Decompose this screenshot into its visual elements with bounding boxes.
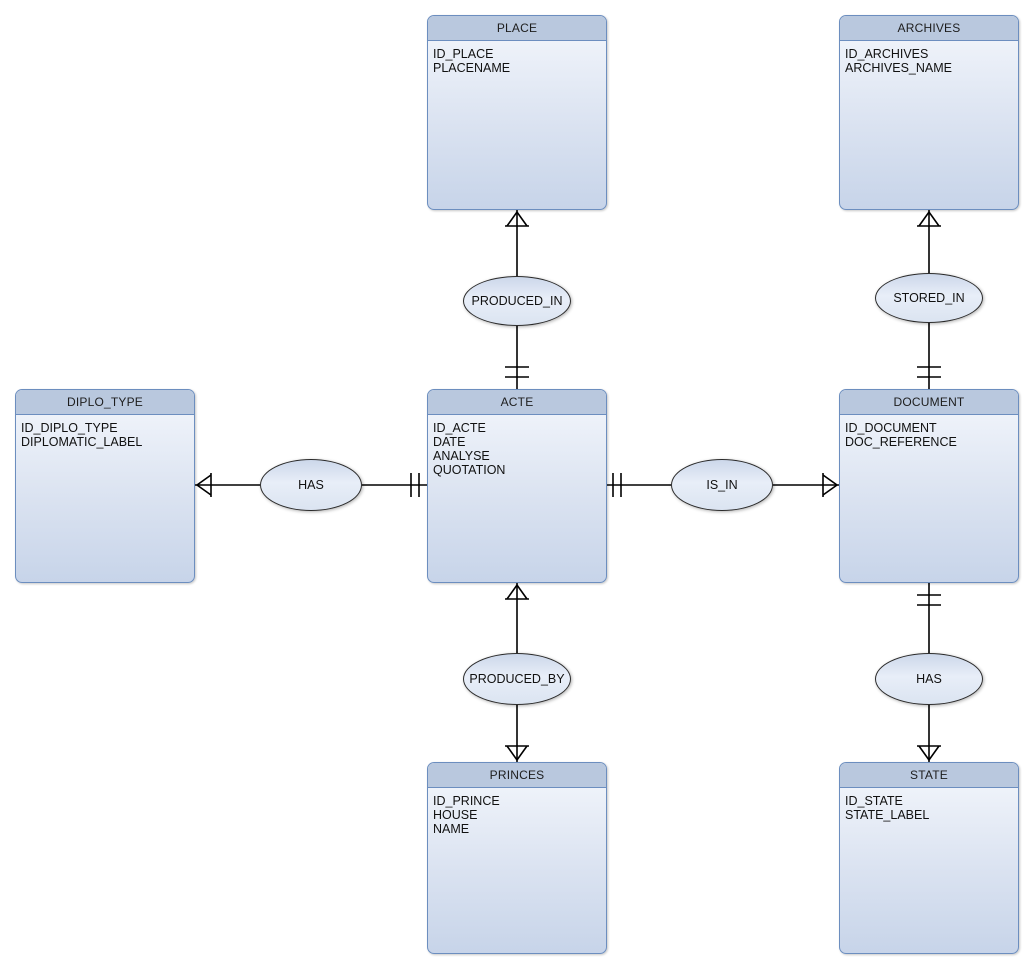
entity-title: STATE bbox=[840, 763, 1018, 788]
crowfoot-state bbox=[918, 745, 940, 762]
relationship-produced-by[interactable]: PRODUCED_BY bbox=[463, 653, 571, 705]
entity-princes[interactable]: PRINCES ID_PRINCE HOUSE NAME bbox=[427, 762, 607, 954]
entity-title: ACTE bbox=[428, 390, 606, 415]
entity-attribute: NAME bbox=[433, 822, 470, 836]
entity-attribute-list: ID_ACTE DATE ANALYSE QUOTATION bbox=[428, 415, 606, 477]
entity-acte[interactable]: ACTE ID_ACTE DATE ANALYSE QUOTATION bbox=[427, 389, 607, 583]
relationship-label: HAS bbox=[916, 672, 942, 686]
relationship-label: PRODUCED_IN bbox=[471, 294, 563, 308]
entity-attribute-list: ID_PLACE PLACENAME bbox=[428, 41, 606, 75]
entity-attribute: ID_ARCHIVES bbox=[845, 47, 929, 61]
entity-attribute: ID_PRINCE bbox=[433, 794, 500, 808]
entity-title: PRINCES bbox=[428, 763, 606, 788]
entity-attribute: ID_DOCUMENT bbox=[845, 421, 937, 435]
entity-attribute: HOUSE bbox=[433, 808, 478, 822]
entity-attribute: DIPLOMATIC_LABEL bbox=[21, 435, 143, 449]
entity-attribute: QUOTATION bbox=[433, 463, 506, 477]
relationship-has-diplo-type[interactable]: HAS bbox=[260, 459, 362, 511]
relationship-label: IS_IN bbox=[706, 478, 738, 492]
relationship-stored-in[interactable]: STORED_IN bbox=[875, 273, 983, 323]
entity-attribute: PLACENAME bbox=[433, 61, 511, 75]
crowfoot-document-left bbox=[822, 474, 839, 496]
crowfoot-diplotype bbox=[195, 474, 212, 496]
entity-attribute: STATE_LABEL bbox=[845, 808, 930, 822]
entity-archives[interactable]: ARCHIVES ID_ARCHIVES ARCHIVES_NAME bbox=[839, 15, 1019, 210]
relationship-label: HAS bbox=[298, 478, 324, 492]
relationship-label: STORED_IN bbox=[893, 291, 965, 305]
entity-attribute-list: ID_ARCHIVES ARCHIVES_NAME bbox=[840, 41, 1018, 75]
relationship-is-in[interactable]: IS_IN bbox=[671, 459, 773, 511]
relationship-produced-in[interactable]: PRODUCED_IN bbox=[463, 276, 571, 326]
entity-attribute: DOC_REFERENCE bbox=[845, 435, 957, 449]
crowfoot-place bbox=[506, 210, 528, 227]
entity-attribute-list: ID_PRINCE HOUSE NAME bbox=[428, 788, 606, 836]
entity-attribute: ANALYSE bbox=[433, 449, 490, 463]
entity-document[interactable]: DOCUMENT ID_DOCUMENT DOC_REFERENCE bbox=[839, 389, 1019, 583]
entity-title: ARCHIVES bbox=[840, 16, 1018, 41]
crowfoot-archives bbox=[918, 210, 940, 227]
crowfoot-princes bbox=[506, 745, 528, 762]
entity-attribute: ID_ACTE bbox=[433, 421, 486, 435]
entity-place[interactable]: PLACE ID_PLACE PLACENAME bbox=[427, 15, 607, 210]
relationship-label: PRODUCED_BY bbox=[469, 672, 565, 686]
entity-attribute-list: ID_DIPLO_TYPE DIPLOMATIC_LABEL bbox=[16, 415, 194, 449]
entity-attribute: ARCHIVES_NAME bbox=[845, 61, 952, 75]
entity-attribute-list: ID_STATE STATE_LABEL bbox=[840, 788, 1018, 822]
entity-title: PLACE bbox=[428, 16, 606, 41]
entity-title: DOCUMENT bbox=[840, 390, 1018, 415]
entity-attribute: ID_PLACE bbox=[433, 47, 494, 61]
entity-attribute-list: ID_DOCUMENT DOC_REFERENCE bbox=[840, 415, 1018, 449]
entity-attribute: ID_DIPLO_TYPE bbox=[21, 421, 118, 435]
relationship-has-state[interactable]: HAS bbox=[875, 653, 983, 705]
entity-attribute: ID_STATE bbox=[845, 794, 903, 808]
entity-title: DIPLO_TYPE bbox=[16, 390, 194, 415]
crowfoot-acte-bottom bbox=[506, 583, 528, 600]
entity-state[interactable]: STATE ID_STATE STATE_LABEL bbox=[839, 762, 1019, 954]
entity-attribute: DATE bbox=[433, 435, 466, 449]
entity-diplo-type[interactable]: DIPLO_TYPE ID_DIPLO_TYPE DIPLOMATIC_LABE… bbox=[15, 389, 195, 583]
